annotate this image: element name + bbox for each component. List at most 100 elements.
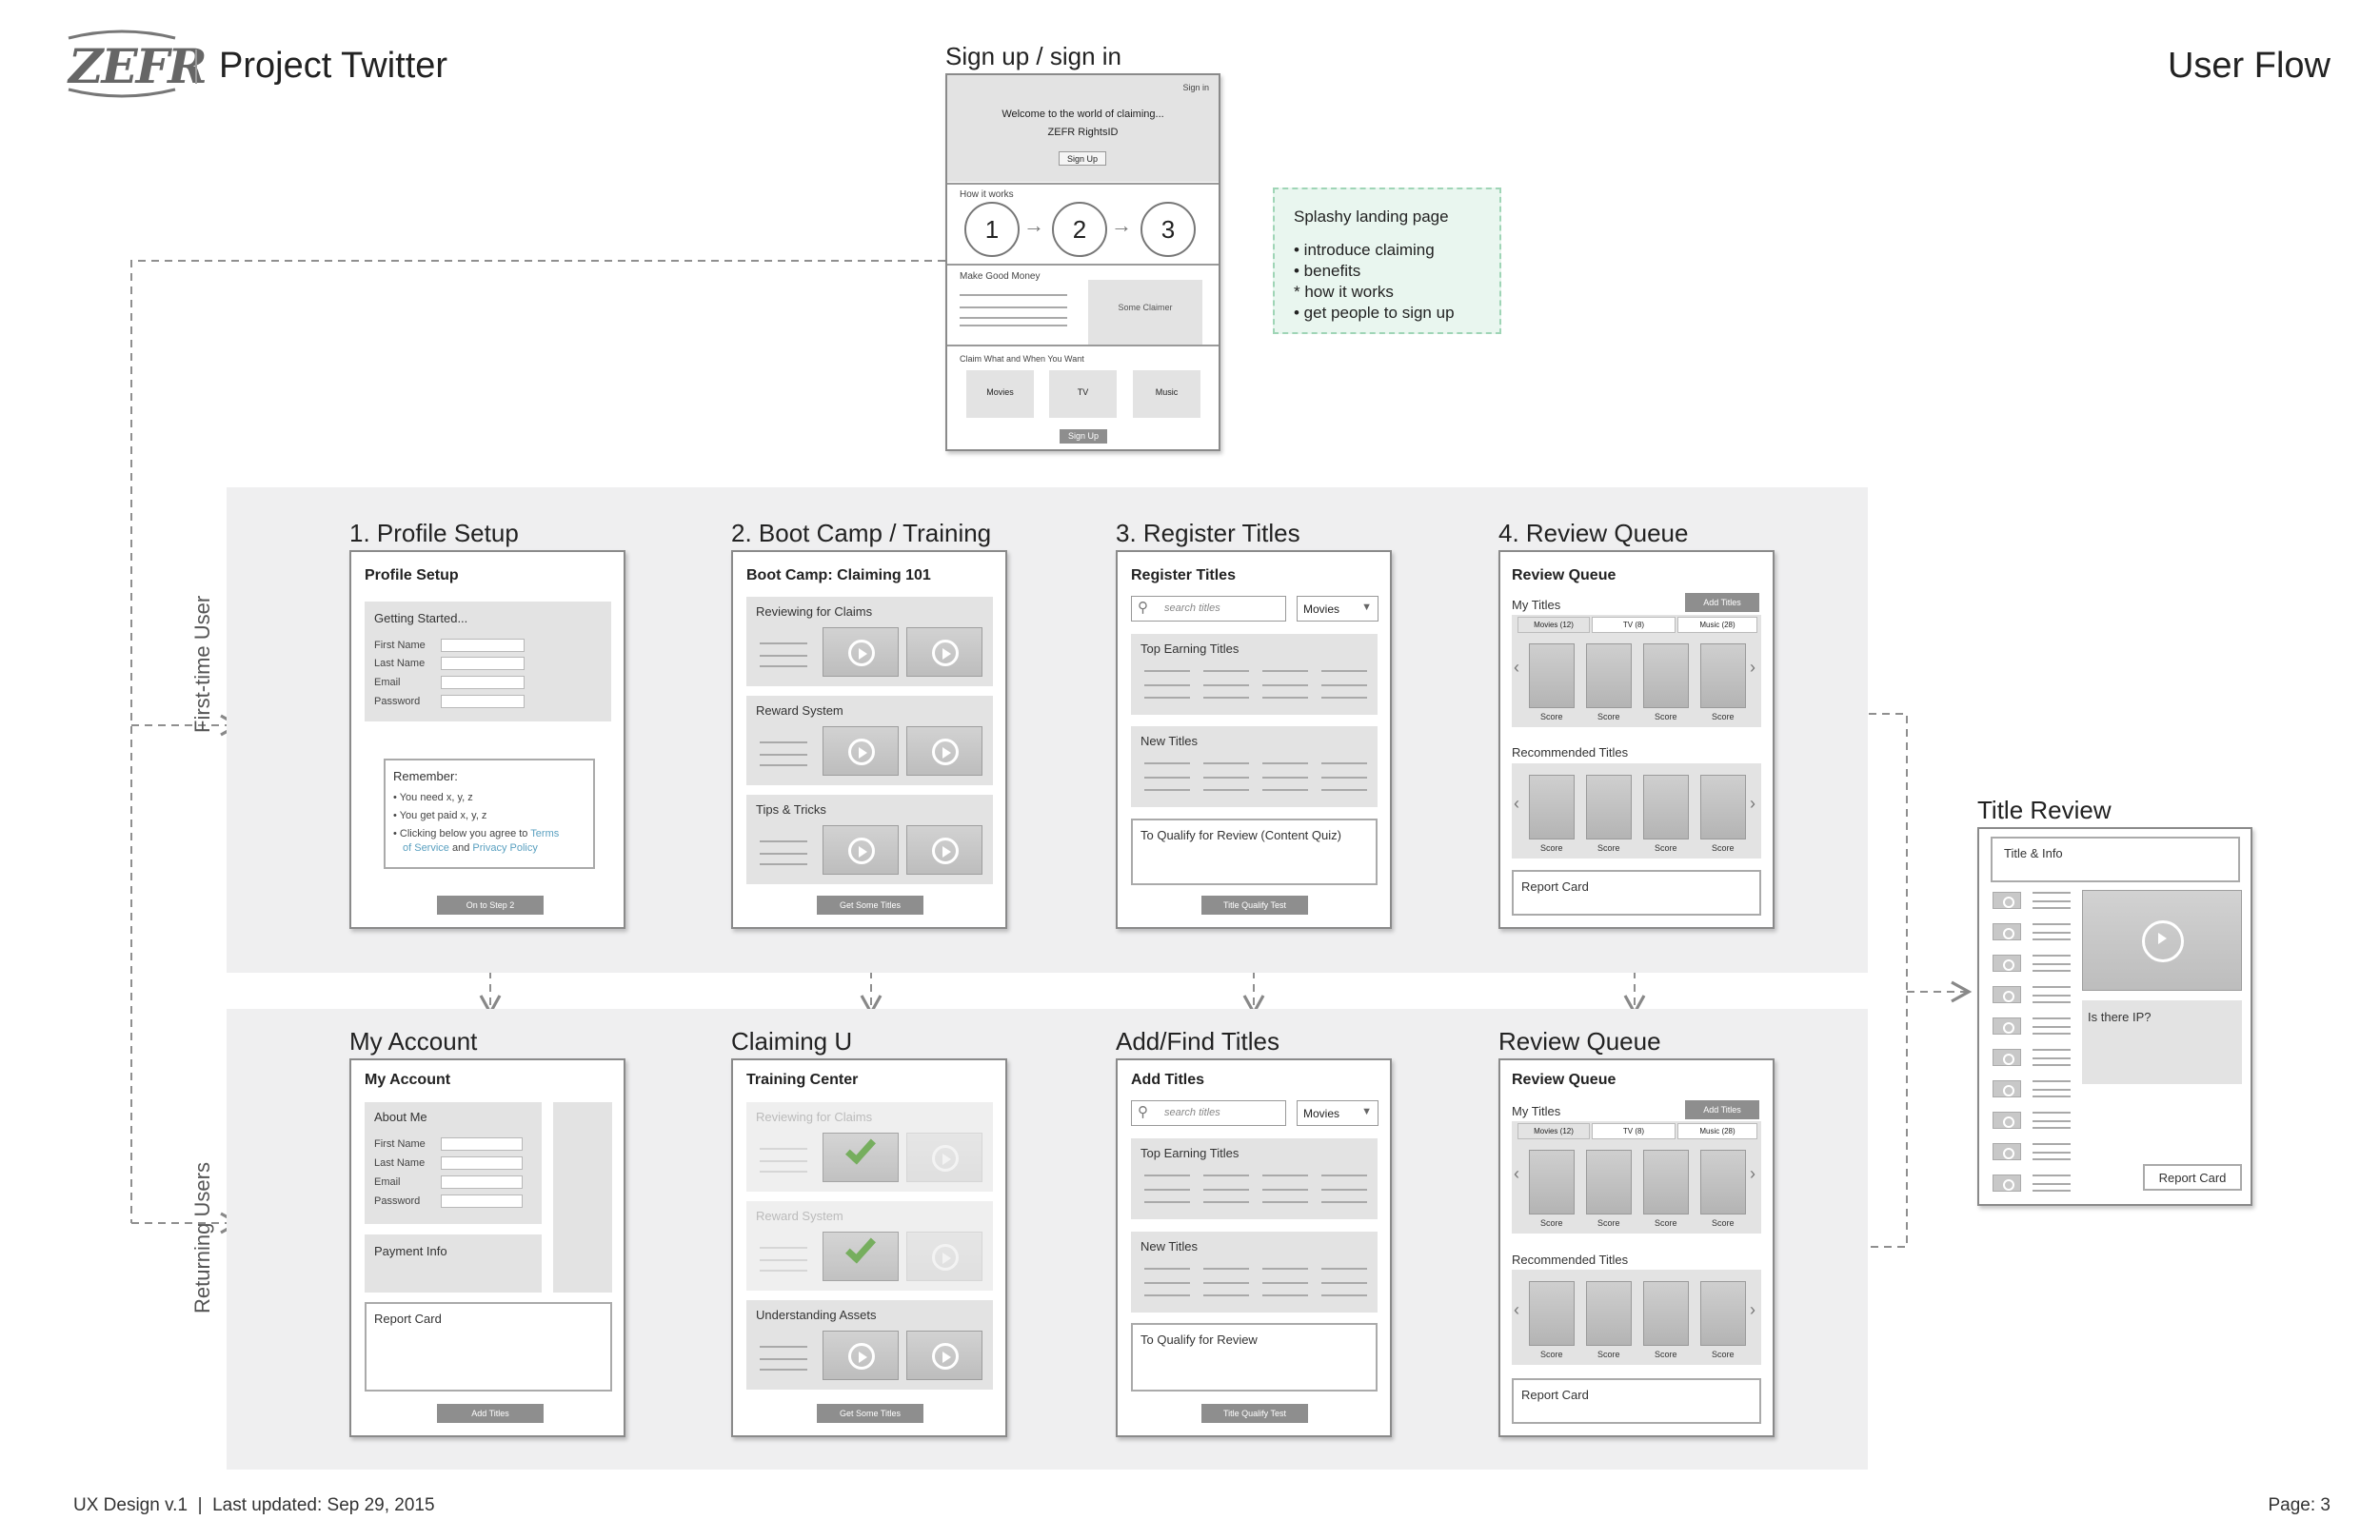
video-thumbnail[interactable]: [906, 1331, 982, 1380]
training-section[interactable]: Reward System: [746, 696, 993, 785]
title-poster[interactable]: [1586, 775, 1632, 839]
tab-movies[interactable]: Movies (12): [1517, 1123, 1590, 1139]
video-thumbnail[interactable]: [823, 1133, 899, 1182]
step-title: 3. Register Titles: [1116, 519, 1300, 547]
step-circle-1: 1: [964, 202, 1020, 257]
review-list-item[interactable]: [1991, 1141, 2076, 1166]
category-select[interactable]: Movies ▼: [1297, 1100, 1378, 1126]
title-poster[interactable]: [1700, 643, 1746, 708]
ip-question-box[interactable]: Is there IP?: [2082, 1000, 2242, 1084]
training-section[interactable]: Tips & Tricks: [746, 795, 993, 884]
sticky-note: Splashy landing page • introduce claimin…: [1273, 188, 1501, 334]
title-poster[interactable]: [1700, 1281, 1746, 1346]
review-list-item[interactable]: [1991, 1047, 2076, 1072]
step-title: Add/Find Titles: [1116, 1027, 1279, 1056]
training-section-completed[interactable]: Reward System: [746, 1201, 993, 1291]
review-list-item[interactable]: [1991, 1110, 2076, 1135]
category-movies[interactable]: Movies: [966, 370, 1034, 418]
video-thumbnail[interactable]: [906, 627, 982, 677]
terms-link[interactable]: Terms: [530, 828, 560, 839]
password-field[interactable]: [441, 1194, 523, 1208]
payment-info-box[interactable]: Payment Info: [365, 1234, 542, 1293]
chevron-left-icon[interactable]: ‹: [1514, 794, 1519, 813]
video-thumbnail[interactable]: [906, 726, 982, 776]
last-name-field[interactable]: [441, 1156, 523, 1170]
video-thumbnail[interactable]: [823, 627, 899, 677]
title-poster[interactable]: [1586, 1150, 1632, 1214]
signin-link[interactable]: Sign in: [1182, 83, 1209, 92]
review-list-item[interactable]: [1991, 984, 2076, 1009]
review-list-item[interactable]: [1991, 1078, 2076, 1103]
chevron-left-icon[interactable]: ‹: [1514, 658, 1519, 677]
title-poster[interactable]: [1700, 775, 1746, 839]
title-poster[interactable]: [1529, 643, 1575, 708]
video-thumbnail[interactable]: [906, 1133, 982, 1182]
frame-heading: Review Queue: [1512, 1072, 1616, 1088]
signup-button[interactable]: Sign Up: [1059, 151, 1106, 166]
privacy-link[interactable]: Privacy Policy: [472, 842, 538, 854]
next-step-button[interactable]: On to Step 2: [437, 896, 544, 915]
training-section-completed[interactable]: Reviewing for Claims: [746, 1102, 993, 1192]
qualify-test-button[interactable]: Title Qualify Test: [1201, 1404, 1308, 1423]
get-titles-button[interactable]: Get Some Titles: [817, 1404, 923, 1423]
get-titles-button[interactable]: Get Some Titles: [817, 896, 923, 915]
category-tv[interactable]: TV: [1049, 370, 1117, 418]
chevron-left-icon[interactable]: ‹: [1514, 1164, 1519, 1183]
tab-music[interactable]: Music (28): [1677, 1123, 1757, 1139]
add-titles-button[interactable]: Add Titles: [437, 1404, 544, 1423]
title-poster[interactable]: [1643, 1281, 1689, 1346]
tab-tv[interactable]: TV (8): [1592, 617, 1676, 633]
review-list-item[interactable]: [1991, 921, 2076, 946]
signup-bottom-button[interactable]: Sign Up: [1060, 429, 1107, 444]
report-card[interactable]: Report Card: [1512, 870, 1761, 916]
tab-tv[interactable]: TV (8): [1592, 1123, 1676, 1139]
title-poster[interactable]: [1529, 1281, 1575, 1346]
last-name-field[interactable]: [441, 657, 525, 670]
of-service-link[interactable]: of Service: [403, 842, 449, 854]
review-list-item[interactable]: [1991, 890, 2076, 915]
first-name-field[interactable]: [441, 1137, 523, 1151]
add-titles-button[interactable]: Add Titles: [1685, 593, 1759, 612]
title-poster[interactable]: [1643, 643, 1689, 708]
title-poster[interactable]: [1700, 1150, 1746, 1214]
chevron-right-icon[interactable]: ›: [1750, 794, 1755, 813]
video-thumbnail[interactable]: [823, 1331, 899, 1380]
video-thumbnail[interactable]: [823, 825, 899, 875]
video-thumbnail[interactable]: [906, 825, 982, 875]
tab-music[interactable]: Music (28): [1677, 617, 1757, 633]
welcome-text: Welcome to the world of claiming...: [1002, 109, 1164, 120]
chevron-left-icon[interactable]: ‹: [1514, 1300, 1519, 1319]
chevron-right-icon[interactable]: ›: [1750, 1164, 1755, 1183]
qualify-test-button[interactable]: Title Qualify Test: [1201, 896, 1308, 915]
search-input[interactable]: ⚲ search titles: [1131, 1100, 1286, 1126]
title-poster[interactable]: [1643, 775, 1689, 839]
video-player[interactable]: [2082, 890, 2242, 991]
title-poster[interactable]: [1586, 1281, 1632, 1346]
training-section[interactable]: Reviewing for Claims: [746, 597, 993, 686]
email-field[interactable]: [441, 676, 525, 689]
video-thumbnail[interactable]: [823, 726, 899, 776]
training-section[interactable]: Understanding Assets: [746, 1300, 993, 1390]
tab-movies[interactable]: Movies (12): [1517, 617, 1590, 633]
report-card-button[interactable]: Report Card: [2143, 1164, 2242, 1191]
title-poster[interactable]: [1643, 1150, 1689, 1214]
video-thumbnail[interactable]: [906, 1232, 982, 1281]
chevron-right-icon[interactable]: ›: [1750, 658, 1755, 677]
search-input[interactable]: ⚲ search titles: [1131, 596, 1286, 622]
category-music[interactable]: Music: [1133, 370, 1200, 418]
title-poster[interactable]: [1586, 643, 1632, 708]
email-field[interactable]: [441, 1175, 523, 1189]
add-titles-button[interactable]: Add Titles: [1685, 1100, 1759, 1119]
password-field[interactable]: [441, 695, 525, 708]
review-list-item[interactable]: [1991, 953, 2076, 977]
first-name-field[interactable]: [441, 639, 525, 652]
title-poster[interactable]: [1529, 1150, 1575, 1214]
category-select[interactable]: Movies ▼: [1297, 596, 1378, 622]
report-card[interactable]: Report Card: [365, 1302, 612, 1392]
report-card[interactable]: Report Card: [1512, 1378, 1761, 1424]
review-list-item[interactable]: [1991, 1016, 2076, 1040]
chevron-right-icon[interactable]: ›: [1750, 1300, 1755, 1319]
title-poster[interactable]: [1529, 775, 1575, 839]
review-list-item[interactable]: [1991, 1173, 2076, 1197]
video-thumbnail[interactable]: [823, 1232, 899, 1281]
